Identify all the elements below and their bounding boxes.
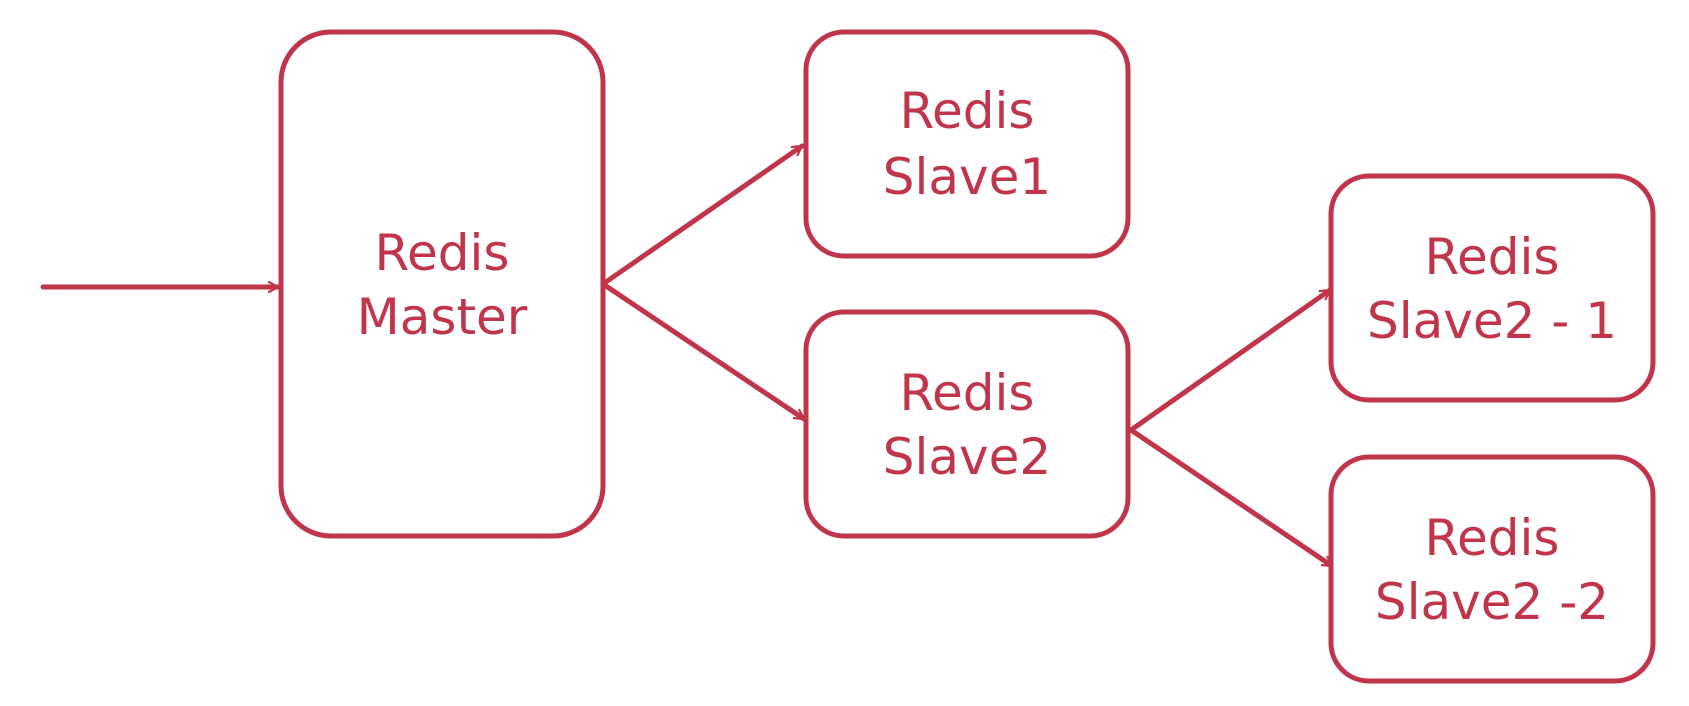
- node-redis-master: Redis Master: [278, 29, 606, 539]
- master-label-line2: Master: [357, 288, 528, 346]
- master-box: [278, 29, 606, 539]
- node-redis-slave2-2: Redis Slave2 -2: [1328, 454, 1656, 684]
- slave2-label-line1: Redis: [900, 364, 1035, 422]
- slave1-label-line2: Slave1: [883, 148, 1051, 206]
- edge-slave2-to-slave2-1: [1128, 287, 1333, 433]
- slave2-label-line2: Slave2: [883, 428, 1051, 486]
- slave2-1-label-line2: Slave2 - 1: [1367, 292, 1617, 350]
- slave1-box: [803, 29, 1131, 259]
- slave2-1-box: [1328, 173, 1656, 403]
- edge-slave2-to-slave2-2: [1128, 427, 1335, 569]
- master-label-line1: Redis: [375, 224, 510, 282]
- slave2-2-label-line2: Slave2 -2: [1375, 573, 1609, 631]
- node-redis-slave2: Redis Slave2: [803, 309, 1131, 539]
- slave2-2-box: [1328, 454, 1656, 684]
- node-redis-slave2-1: Redis Slave2 - 1: [1328, 173, 1656, 403]
- edge-master-to-slave2: [600, 281, 807, 422]
- slave2-2-label-line1: Redis: [1425, 509, 1560, 567]
- slave2-1-label-line1: Redis: [1425, 228, 1560, 286]
- slave1-label-line1: Redis: [900, 82, 1035, 140]
- slave2-box: [803, 309, 1131, 539]
- edge-master-to-slave1: [600, 143, 805, 287]
- node-redis-slave1: Redis Slave1: [803, 29, 1131, 259]
